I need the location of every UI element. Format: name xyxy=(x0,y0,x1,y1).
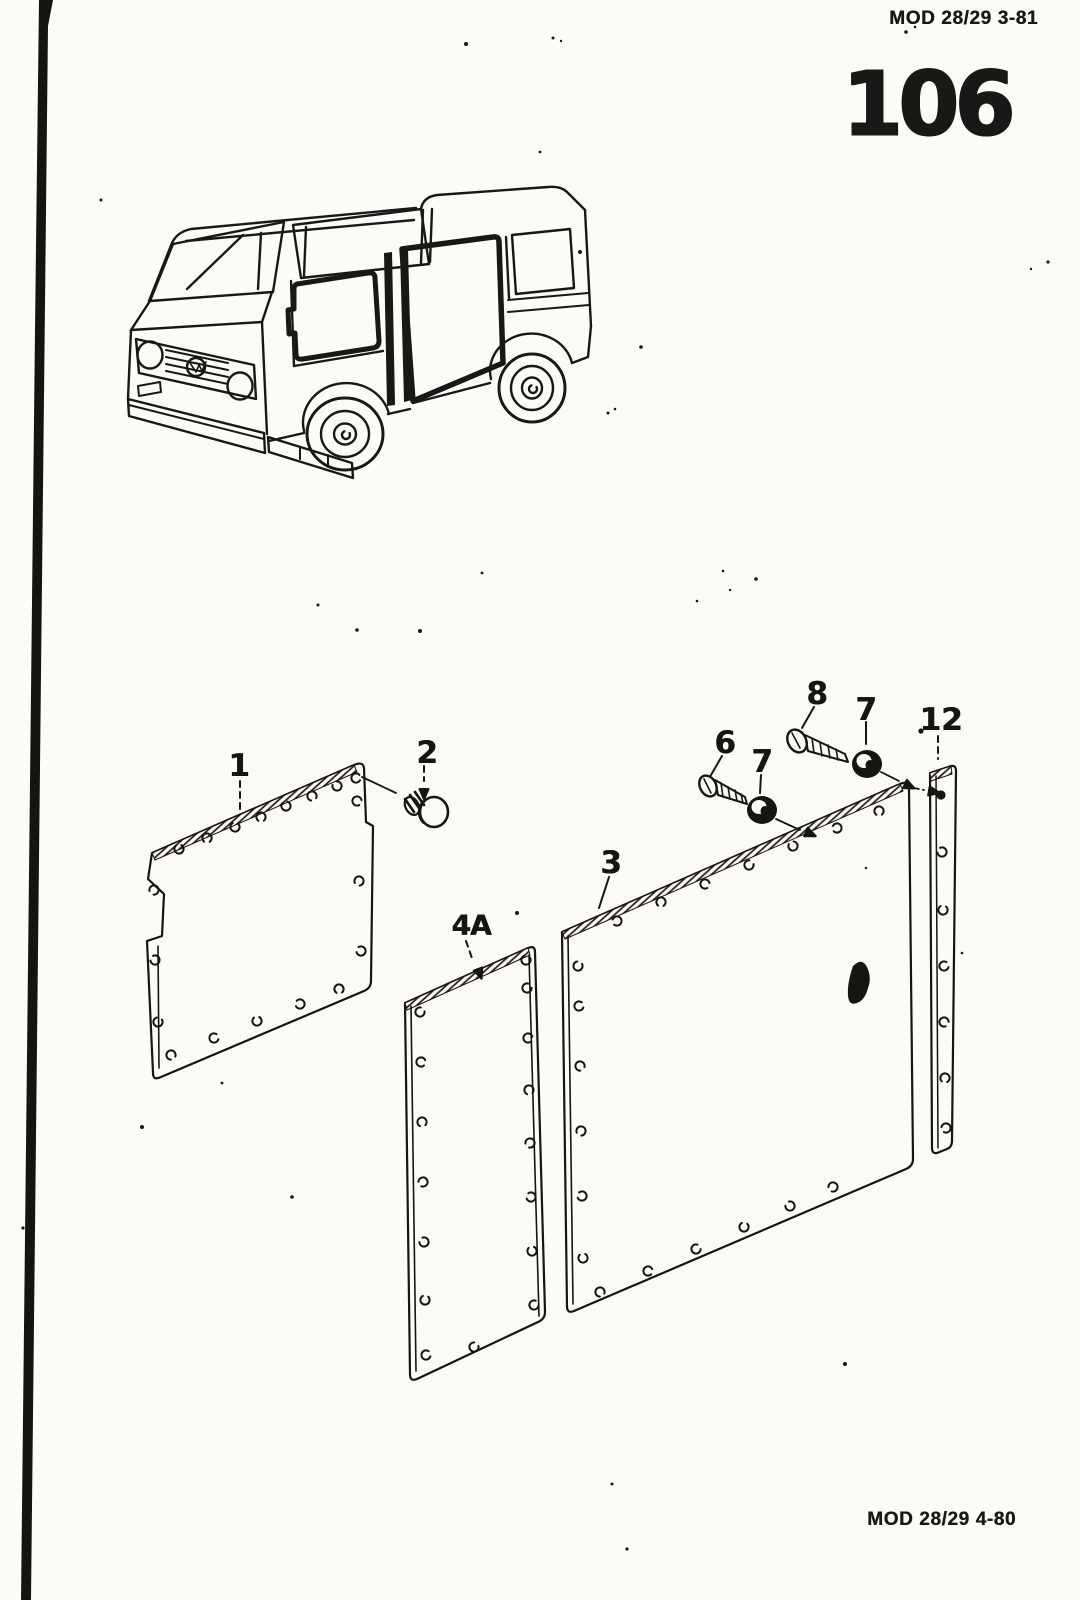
van-highlighted-panels xyxy=(285,234,506,404)
part-1-door-trim-panel xyxy=(145,762,375,1080)
part-7-speed-nut-rear xyxy=(852,750,942,799)
van-illustration xyxy=(126,185,593,480)
callout-12: 12 xyxy=(919,702,963,738)
callout-6: 6 xyxy=(714,725,736,761)
callout-4a: 4A xyxy=(451,908,491,942)
footer-code: MOD 28/29 4-80 xyxy=(867,1509,1016,1530)
callout-2: 2 xyxy=(416,735,438,771)
callout-8: 8 xyxy=(806,676,828,712)
part-6-screw xyxy=(698,774,748,805)
callout-3: 3 xyxy=(600,845,622,881)
callout-7-rear: 7 xyxy=(855,692,877,728)
scan-noise-specks xyxy=(21,25,1050,1551)
header-code: MOD 28/29 3-81 xyxy=(889,8,1038,29)
page-number: 106 xyxy=(841,52,1015,155)
binding-edge-bar xyxy=(21,0,53,1600)
part-12-fastening-strip xyxy=(918,728,958,1155)
part-2-push-clip xyxy=(361,776,450,829)
part-8-screw xyxy=(786,728,849,763)
part-7-speed-nut-front xyxy=(747,796,819,842)
callout-7-front: 7 xyxy=(751,744,773,780)
part-4a-side-trim-panel xyxy=(403,946,547,1381)
callout-1: 1 xyxy=(228,748,250,784)
callout-leader-lines xyxy=(239,706,939,982)
